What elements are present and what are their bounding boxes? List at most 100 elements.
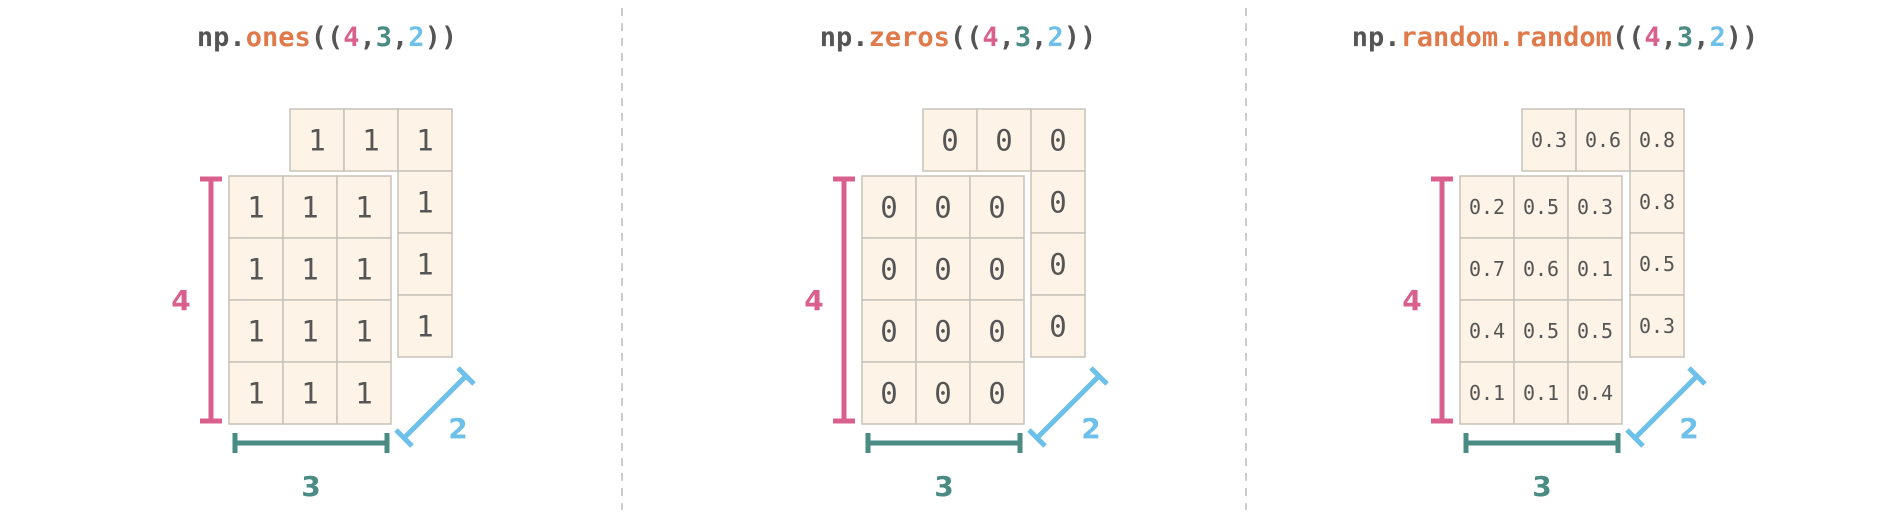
title-d4: 4	[1644, 22, 1660, 53]
title-d2: 2	[408, 22, 424, 53]
title-d2: 2	[1047, 22, 1063, 53]
front-cell	[915, 175, 971, 239]
back-cell-value: 0	[941, 123, 958, 157]
title-d3: 3	[1677, 22, 1693, 53]
title-func: zeros	[869, 22, 950, 53]
title-d4: 4	[343, 22, 359, 53]
front-cell	[1567, 175, 1623, 239]
title-close: ))	[1726, 22, 1759, 53]
title-func: ones	[246, 22, 311, 53]
front-cell-value: 0.1	[1469, 381, 1505, 405]
back-cell	[397, 170, 453, 234]
back-cell	[1030, 294, 1086, 358]
front-cell	[861, 175, 917, 239]
front-cell-value: 1	[301, 252, 318, 286]
title-d3: 3	[376, 22, 392, 53]
front-cell-value: 0	[988, 314, 1005, 348]
front-cell-value: 0	[880, 314, 897, 348]
title-prefix: np.	[197, 22, 246, 53]
title-c1: ,	[999, 22, 1015, 53]
front-cell-value: 0	[934, 314, 951, 348]
back-cell-value: 0	[1049, 247, 1066, 281]
back-cell-value: 0.3	[1639, 314, 1675, 338]
rows-dimension-label: 4	[1402, 284, 1421, 317]
front-cell	[336, 361, 392, 425]
back-cell-value: 0	[1049, 185, 1066, 219]
front-cell-value: 0	[934, 190, 951, 224]
back-cell	[1629, 294, 1685, 358]
front-cell	[915, 299, 971, 363]
front-cell-value: 0	[988, 252, 1005, 286]
rows-dimension-label: 4	[804, 284, 823, 317]
back-cell	[343, 108, 399, 172]
back-cell	[922, 108, 978, 172]
front-cell-value: 1	[247, 252, 264, 286]
front-cell	[1513, 299, 1569, 363]
front-cell-value: 0.4	[1577, 381, 1613, 405]
front-cell-value: 0	[880, 190, 897, 224]
front-cell	[1567, 299, 1623, 363]
back-cell	[1575, 108, 1631, 172]
front-cell	[1459, 237, 1515, 301]
back-cell-value: 1	[362, 123, 379, 157]
front-cell	[336, 237, 392, 301]
cols-dimension-label: 3	[1532, 470, 1551, 503]
title-prefix: np.	[1352, 22, 1401, 53]
front-cell-value: 0.2	[1469, 195, 1505, 219]
front-cell	[969, 175, 1025, 239]
back-cell	[1629, 108, 1685, 172]
front-cell-value: 0.5	[1523, 319, 1559, 343]
cols-dimension-bracket	[1463, 433, 1621, 453]
depth-dimension-label: 2	[1679, 412, 1698, 445]
front-cell	[969, 299, 1025, 363]
depth-dimension-bracket	[1625, 366, 1707, 448]
back-cell-value: 0.8	[1639, 128, 1675, 152]
back-cell	[1629, 170, 1685, 234]
panel-random-random: np.random.random((4,3,2)) 0.3 0.6 0.8 0.8 0.5…	[1352, 22, 1758, 503]
panel-title: np.random.random((4,3,2))	[1352, 22, 1758, 53]
front-cell-value: 1	[247, 376, 264, 410]
front-cell-value: 1	[247, 314, 264, 348]
title-prefix: np.	[820, 22, 869, 53]
back-cell-value: 0.6	[1585, 128, 1621, 152]
back-cell	[397, 294, 453, 358]
front-cell-value: 0.1	[1577, 257, 1613, 281]
title-c2: ,	[1693, 22, 1709, 53]
title-d3: 3	[1015, 22, 1031, 53]
depth-dimension-label: 2	[1081, 412, 1100, 445]
front-cell	[861, 361, 917, 425]
rows-dimension-bracket	[200, 176, 222, 424]
front-cell	[1513, 175, 1569, 239]
front-cell	[282, 361, 338, 425]
front-cell-value: 0	[934, 376, 951, 410]
front-cell-value: 0	[988, 190, 1005, 224]
front-cell-value: 1	[355, 190, 372, 224]
back-cell-value: 1	[416, 309, 433, 343]
front-cell-value: 0.1	[1523, 381, 1559, 405]
title-c1: ,	[360, 22, 376, 53]
panel-title: np.zeros((4,3,2))	[820, 22, 1096, 53]
front-cell	[1513, 237, 1569, 301]
front-cell-value: 0	[880, 252, 897, 286]
front-cell-value: 1	[247, 190, 264, 224]
rows-dimension-bracket	[1431, 176, 1453, 424]
cols-dimension-label: 3	[301, 470, 320, 503]
back-cell-value: 0	[995, 123, 1012, 157]
back-cell	[1030, 170, 1086, 234]
front-cell	[228, 361, 284, 425]
back-cell-value: 0.3	[1531, 128, 1567, 152]
cols-dimension-label: 3	[934, 470, 953, 503]
front-cell-value: 0.4	[1469, 319, 1505, 343]
title-c1: ,	[1661, 22, 1677, 53]
back-cell-value: 0	[1049, 123, 1066, 157]
back-cell-value: 1	[416, 123, 433, 157]
back-cell-value: 0.5	[1639, 252, 1675, 276]
back-cell-value: 0.8	[1639, 190, 1675, 214]
title-c2: ,	[392, 22, 408, 53]
front-cell	[861, 237, 917, 301]
title-open: ((	[1612, 22, 1645, 53]
title-open: ((	[311, 22, 344, 53]
front-cell-value: 1	[355, 376, 372, 410]
